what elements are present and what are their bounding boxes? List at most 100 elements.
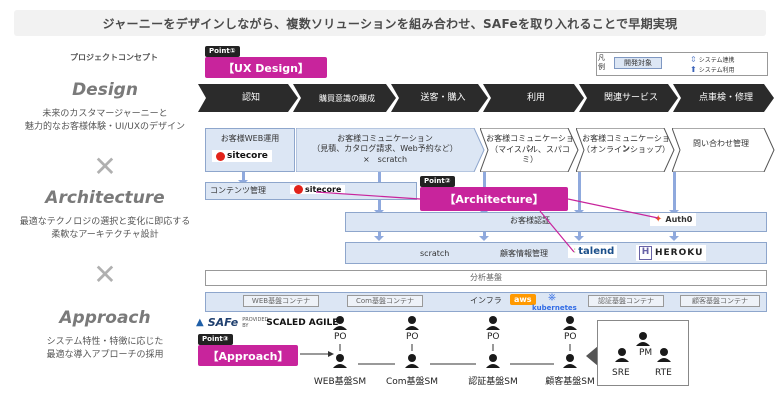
sm-person-icon-1 [333, 354, 347, 368]
point2-tag: Point② [420, 176, 455, 187]
approach-diagram [300, 316, 577, 368]
analytics-bar [205, 270, 767, 286]
sm-person-icon-4 [563, 354, 577, 368]
stage-chevron-5 [579, 84, 678, 112]
stage-1: 認知 [241, 92, 260, 103]
po-person-icon-2 [405, 316, 419, 330]
pm-arrow-icon [586, 346, 598, 366]
channel-web-label: お客様WEB運用 [220, 134, 280, 143]
sm-label-com: Com基盤SM [385, 377, 439, 387]
customer-info-label: 顧客情報管理 [500, 249, 548, 258]
cross-icon-2: ✕ [93, 258, 117, 291]
legend-item-link: ⇕ システム連携 [690, 55, 735, 64]
architecture-desc-2: 柔軟なアーキテクチャ設計 [51, 230, 159, 240]
sm-label-customer: 顧客基盤SM [545, 377, 595, 387]
sitecore-icon [216, 151, 225, 161]
pm-group [597, 320, 689, 386]
stage-chevron-2 [293, 84, 396, 112]
design-title: Design [72, 80, 138, 100]
auth-label: お客様認証 [510, 216, 550, 225]
kubernetes-icon: ⎈ [548, 292, 556, 303]
po-label-2: PO [406, 332, 419, 342]
point3-label: 【Approach】 [198, 345, 298, 366]
infra-label: インフラ [470, 296, 502, 305]
po-label-3: PO [487, 332, 500, 342]
sm-person-icon-2 [405, 354, 419, 368]
stage-chevron-6 [673, 84, 774, 112]
legend-item-use: ⬆ システム利用 [690, 65, 735, 74]
channel-inquiry-label: 問い合わせ管理 [693, 139, 749, 148]
heroku-logo: H HEROKU [636, 245, 707, 261]
legend-title: 凡例 [598, 54, 605, 71]
po-person-icon-1 [333, 316, 347, 330]
channel-inquiry-shape [672, 128, 775, 172]
safe-logo: ▲ SAFe PROVIDED BY SCALED AGILE [196, 316, 339, 329]
channel-comm3-l2: （オンラインショップ） [582, 145, 670, 154]
journey-chevrons [198, 84, 774, 112]
channel-comm2-shape [480, 128, 579, 172]
rte-label: RTE [655, 368, 672, 378]
rte-person-icon [657, 348, 671, 362]
po-person-icon-4 [563, 316, 577, 330]
channel-comm1-l1: お客様コミュニケーション [337, 134, 433, 143]
point2-label: 【Architecture】 [420, 187, 568, 211]
approach-title: Approach [59, 308, 151, 328]
sitecore-icon-2 [294, 185, 303, 194]
web-infra-container: WEB基盤コンテナ [243, 295, 319, 307]
stage-6: 点車検・修理 [698, 92, 753, 103]
auth0-icon: ✦ [654, 214, 663, 225]
po-label-1: PO [334, 332, 347, 342]
pm-person-icon [636, 332, 650, 346]
safe-icon: ▲ [196, 317, 204, 328]
architecture-desc-1: 最適なテクノロジの選択と変化に即応する [19, 217, 191, 227]
stage-chevron-3 [391, 84, 488, 112]
aws-logo: aws [510, 294, 536, 305]
channel-comm2-l1: お客様コミュニケーション [486, 134, 574, 153]
scratch-label: scratch [420, 249, 450, 258]
com-infra-container: Com基盤コンテナ [347, 295, 423, 307]
channel-web-box [205, 128, 295, 172]
pm-label: PM [639, 348, 653, 358]
po-person-icon-3 [486, 316, 500, 330]
stage-3: 送客・購入 [420, 92, 466, 103]
customer-infra-container: 顧客基盤コンテナ [680, 295, 760, 307]
architecture-title: Architecture [45, 188, 165, 208]
po-label-4: PO [564, 332, 577, 342]
channel-comm3-l1: お客様コミュニケーション [582, 134, 670, 153]
channel-comm1-l3: × scratch [362, 155, 408, 164]
channel-comm3-shape [576, 128, 675, 172]
sre-label: SRE [612, 368, 630, 378]
stage-chevron-4 [483, 84, 584, 112]
channel-comm1-shape [296, 128, 485, 172]
point3-tag: Point③ [198, 334, 233, 345]
stage-4: 利用 [526, 92, 545, 103]
analytics-label: 分析基盤 [470, 273, 502, 282]
legend [596, 52, 768, 76]
channel-comm2-l2: （マイスパル、スパコミ） [490, 145, 570, 164]
heroku-icon: H [639, 246, 652, 260]
concept-label: プロジェクトコンセプト [70, 53, 158, 62]
kubernetes-label: kubernetes [532, 304, 577, 312]
sre-person-icon [615, 348, 629, 362]
sitecore-logo-2: sitecore [290, 185, 346, 194]
stage-5: 関連サービス [603, 92, 658, 103]
design-desc-1: 未来のカスタマージャーニーと [42, 109, 168, 119]
sm-label-web: WEB基盤SM [313, 377, 367, 387]
contents-mgmt-label: コンテンツ管理 [210, 186, 266, 195]
pm-people [615, 332, 671, 362]
sitecore-logo: sitecore [212, 150, 272, 162]
stage-2: 購買意識の醸成 [319, 93, 375, 103]
point1-tag: Point① [205, 46, 240, 57]
legend-target: 開発対象 [614, 57, 662, 69]
design-desc-2: 魅力的なお客様体験・UI/UXのデザイン [24, 122, 186, 132]
sm-person-icon-3 [486, 354, 500, 368]
channel-comm1-l2: （見積、カタログ請求、Web予約など） [312, 144, 458, 153]
auth-infra-container: 認証基盤コンテナ [588, 295, 664, 307]
stage-chevron-1 [198, 84, 298, 112]
cross-icon-1: ✕ [93, 150, 117, 183]
approach-desc-2: 最適な導入アプローチの採用 [46, 350, 164, 360]
arrow-up-icon: ⬆ [690, 65, 697, 74]
approach-desc-1: システム特性・特徴に応じた [46, 337, 164, 347]
auth0-logo: ✦ Auth0 [650, 213, 697, 226]
